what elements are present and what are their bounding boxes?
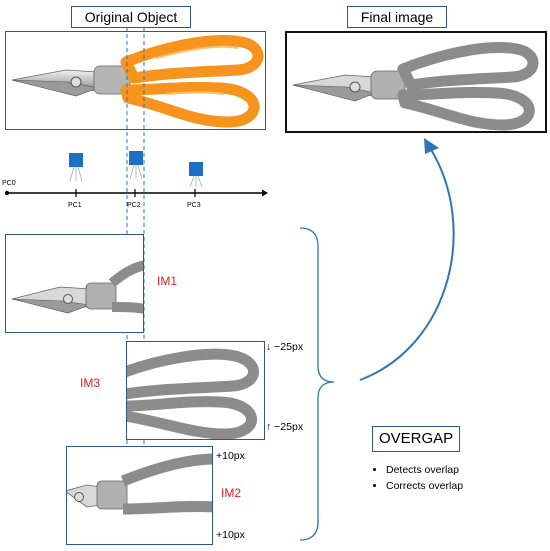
- camera-pc1-icon: [69, 153, 83, 182]
- im1-image: [11, 260, 143, 314]
- final-image-panel: [285, 31, 547, 133]
- camera-pc2-label: PC2: [127, 202, 141, 209]
- overgap-bullet: Detects overlap: [386, 464, 463, 476]
- im3-top-offset-value: −25px: [274, 341, 304, 353]
- final-snips-image: [292, 42, 539, 131]
- timeline-origin-dot: [4, 190, 10, 196]
- original-object-title: Original Object: [71, 6, 191, 28]
- overgap-bullet: Corrects overlap: [386, 480, 463, 492]
- overgap-bullet-list: Detects overlap Corrects overlap: [372, 464, 463, 496]
- im3-bottom-offset-value: −25px: [274, 421, 304, 433]
- camera-timeline: [4, 151, 268, 197]
- im1-panel: [5, 234, 144, 333]
- arrow-up-icon: ↑: [266, 421, 272, 433]
- im1-label: IM1: [157, 274, 178, 288]
- im2-panel: [66, 446, 213, 545]
- camera-pc3-icon: [189, 162, 203, 188]
- im2-label: IM2: [221, 486, 242, 500]
- curved-arrowhead: [424, 138, 439, 154]
- overgap-title: OVERGAP: [372, 426, 461, 452]
- im3-image: [127, 348, 259, 439]
- im3-label: IM3: [80, 376, 101, 390]
- im2-image: [67, 453, 212, 515]
- curved-arrow: [359, 147, 455, 381]
- original-snips-image: [11, 35, 264, 128]
- final-image-title: Final image: [347, 6, 447, 28]
- camera-pc3-label: PC3: [187, 202, 201, 209]
- timeline-origin-label: PC0: [2, 180, 16, 187]
- arrow-down-icon: ↓: [266, 341, 272, 353]
- group-brace: [299, 227, 335, 541]
- camera-pc2-icon: [129, 151, 143, 180]
- camera-pc1-label: PC1: [68, 202, 82, 209]
- timeline-arrowhead: [262, 189, 268, 197]
- im2-bottom-offset: +10px: [216, 529, 245, 541]
- im3-bottom-offset: ↑ −25px: [266, 421, 303, 433]
- im2-top-offset: +10px: [216, 450, 245, 462]
- im3-top-offset: ↓ −25px: [266, 341, 303, 353]
- im3-panel: [126, 341, 265, 440]
- original-object-panel: [5, 31, 266, 130]
